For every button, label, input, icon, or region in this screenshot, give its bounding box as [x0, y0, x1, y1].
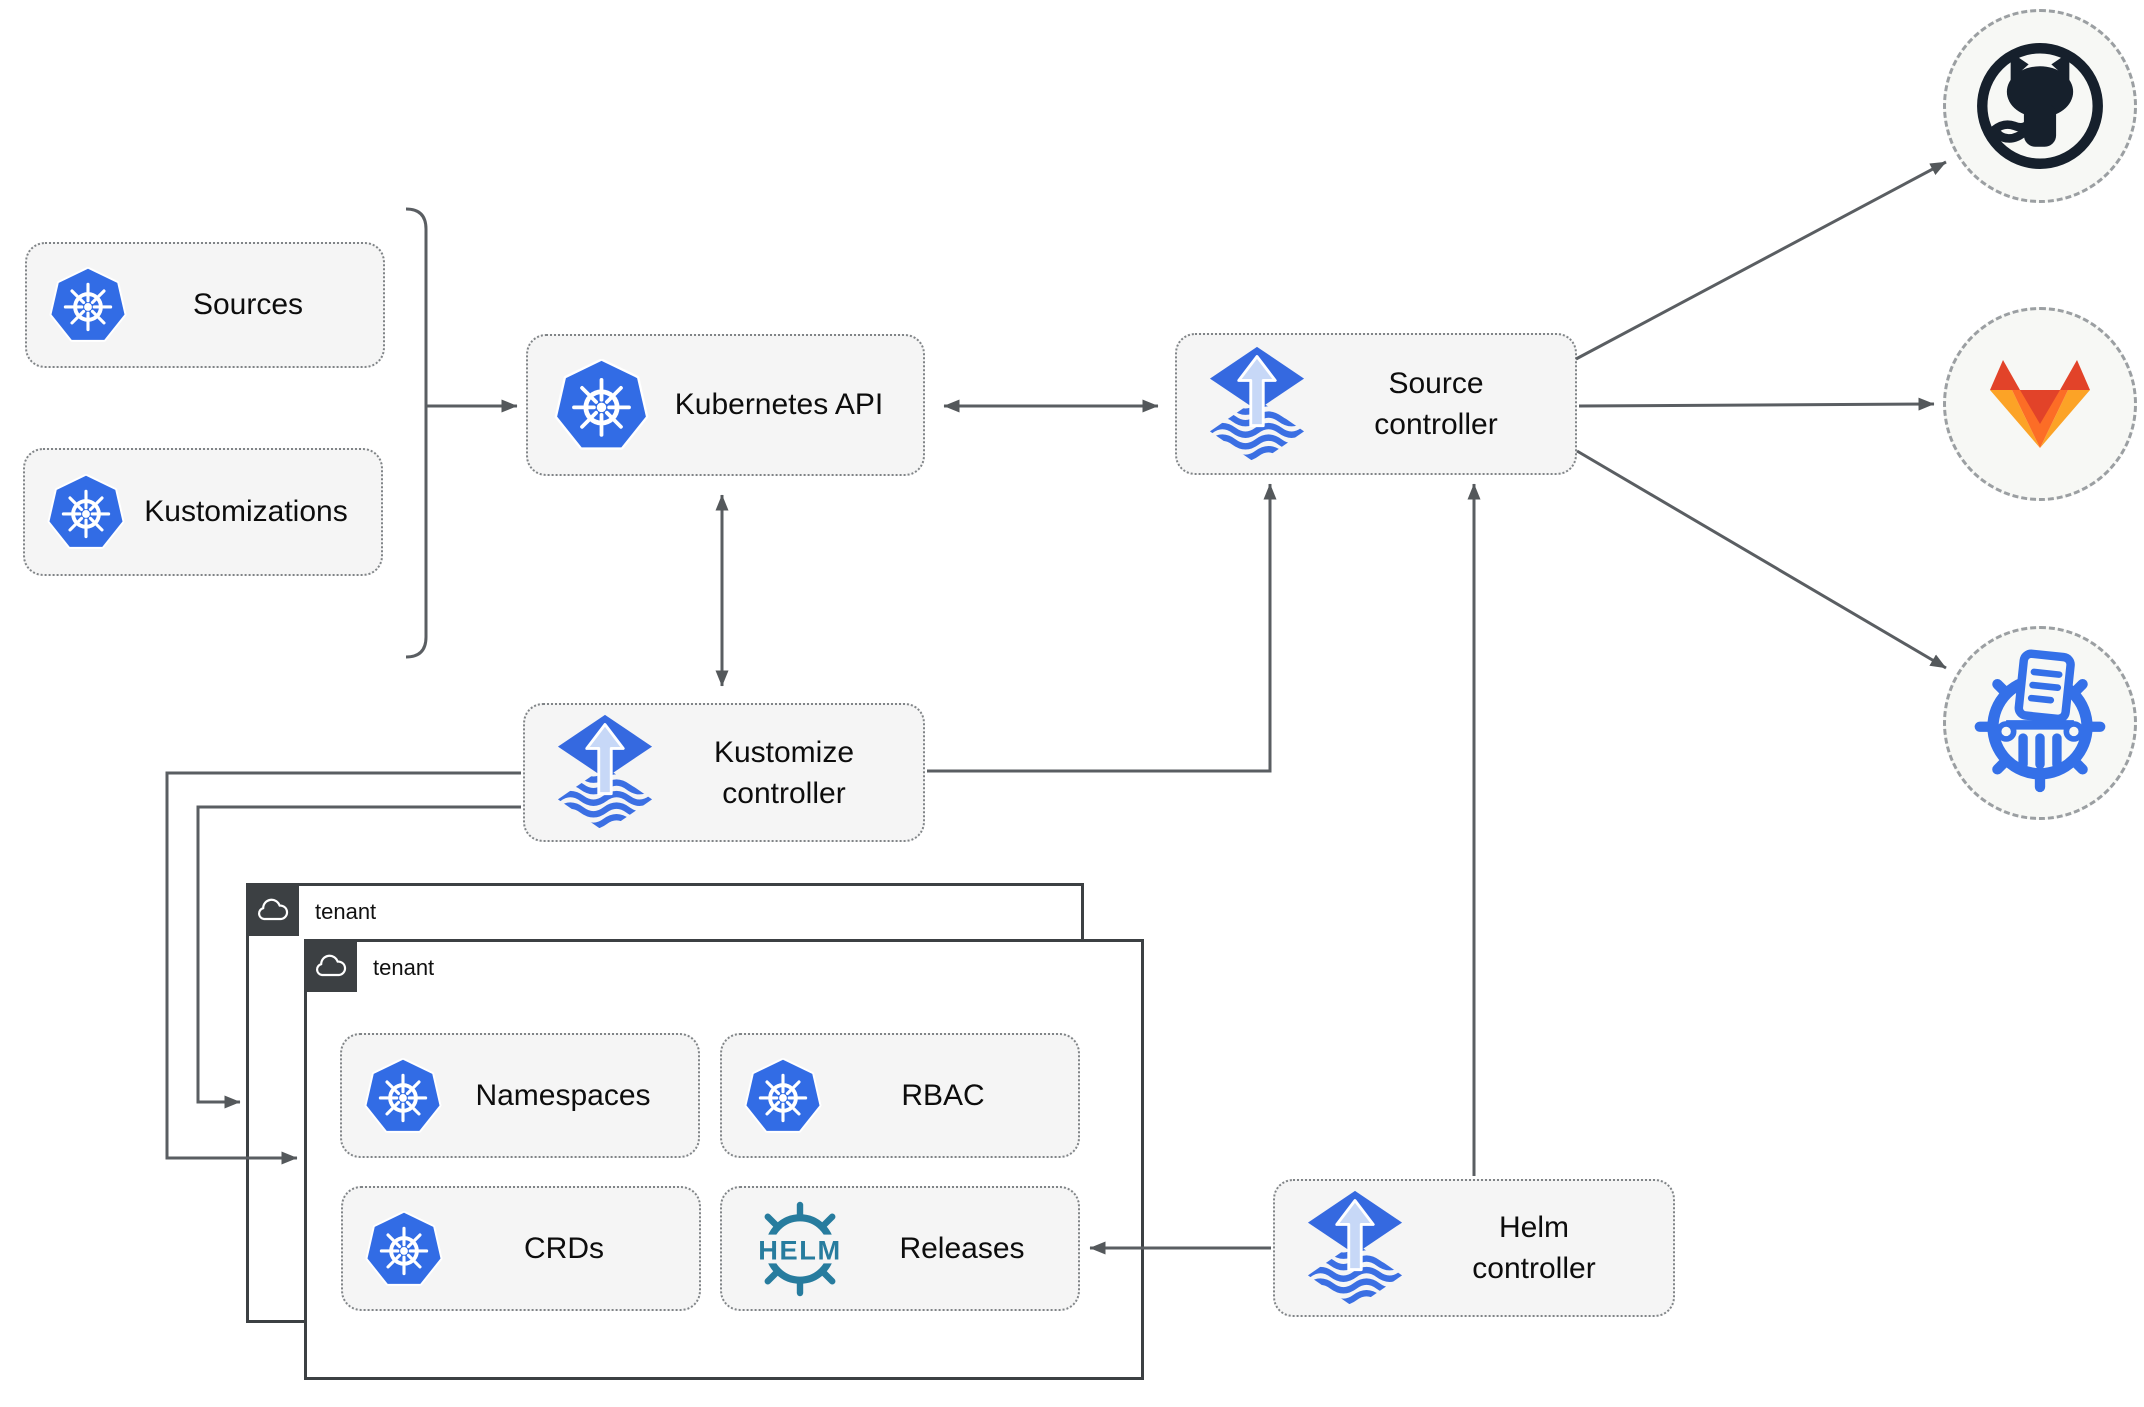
node-label-line1: Helm	[1498, 1211, 1569, 1244]
node-label-line1: Kustomize	[713, 735, 855, 769]
tenant-label: tenant	[315, 899, 377, 924]
node-label-line2: controller	[1374, 408, 1498, 441]
flux-icon	[555, 712, 655, 833]
cloud-icon	[314, 954, 348, 978]
node-source-controller: Source controller	[1175, 333, 1577, 475]
kubernetes-icon	[744, 1058, 822, 1134]
node-label-line2: controller	[1472, 1252, 1596, 1285]
node-namespaces: Namespaces	[340, 1033, 700, 1158]
node-label: Namespaces	[475, 1078, 651, 1112]
edge-source-controller-to-github	[1575, 160, 1947, 361]
endpoint-gitlab	[1943, 307, 2137, 501]
node-rbac: RBAC	[720, 1033, 1080, 1158]
node-label: Kustomizations	[144, 495, 348, 528]
node-kustomize-controller: Kustomize controller	[523, 703, 925, 842]
node-sources: Sources	[25, 242, 385, 368]
kubernetes-icon	[364, 1058, 442, 1134]
node-crds: CRDs	[341, 1186, 701, 1311]
tenant-box-front: tenant	[304, 939, 1144, 1380]
kubernetes-icon	[49, 267, 127, 343]
node-label: Kustomize controller	[655, 732, 923, 814]
edge-group-bracket	[405, 207, 428, 659]
node-label: Releases	[899, 1231, 1025, 1265]
kubernetes-icon	[365, 1211, 443, 1287]
github-octocat-icon	[1969, 35, 2111, 177]
helm-logo-text: HELM	[758, 1234, 841, 1265]
endpoint-chartmuseum	[1943, 626, 2137, 820]
node-releases: HELM Releases	[720, 1186, 1080, 1311]
flux-icon	[1207, 344, 1307, 465]
helm-logo: HELM	[742, 1201, 858, 1296]
node-label: CRDs	[524, 1231, 604, 1265]
kubernetes-icon	[554, 359, 649, 451]
tenant-tab	[246, 883, 299, 936]
node-label: Helm controller	[1405, 1207, 1673, 1289]
edge-source-controller-to-chartmuseum	[1576, 449, 1947, 670]
cloud-icon	[256, 898, 290, 922]
node-label-line2: controller	[722, 776, 846, 810]
kubernetes-icon	[47, 474, 125, 550]
edge-kustomize-controller-to-source-controller	[927, 483, 1277, 773]
tenant-label: tenant	[373, 955, 435, 980]
node-kustomizations: Kustomizations	[23, 448, 383, 576]
node-label-line1: Source	[1388, 367, 1484, 400]
node-label: RBAC	[901, 1078, 985, 1112]
endpoint-github	[1943, 9, 2137, 203]
node-kubernetes-api: Kubernetes API	[526, 334, 925, 476]
node-helm-controller: Helm controller	[1273, 1179, 1675, 1317]
flux-icon	[1305, 1188, 1405, 1309]
edge-source-controller-to-gitlab	[1578, 397, 1935, 411]
node-label: Source controller	[1307, 363, 1575, 445]
node-label: Kubernetes API	[674, 388, 884, 421]
node-label: Sources	[192, 288, 304, 321]
chartmuseum-helm-repo-icon	[1964, 644, 2116, 802]
gitlab-tanuki-icon	[1988, 358, 2092, 450]
tenant-tab	[304, 939, 357, 992]
